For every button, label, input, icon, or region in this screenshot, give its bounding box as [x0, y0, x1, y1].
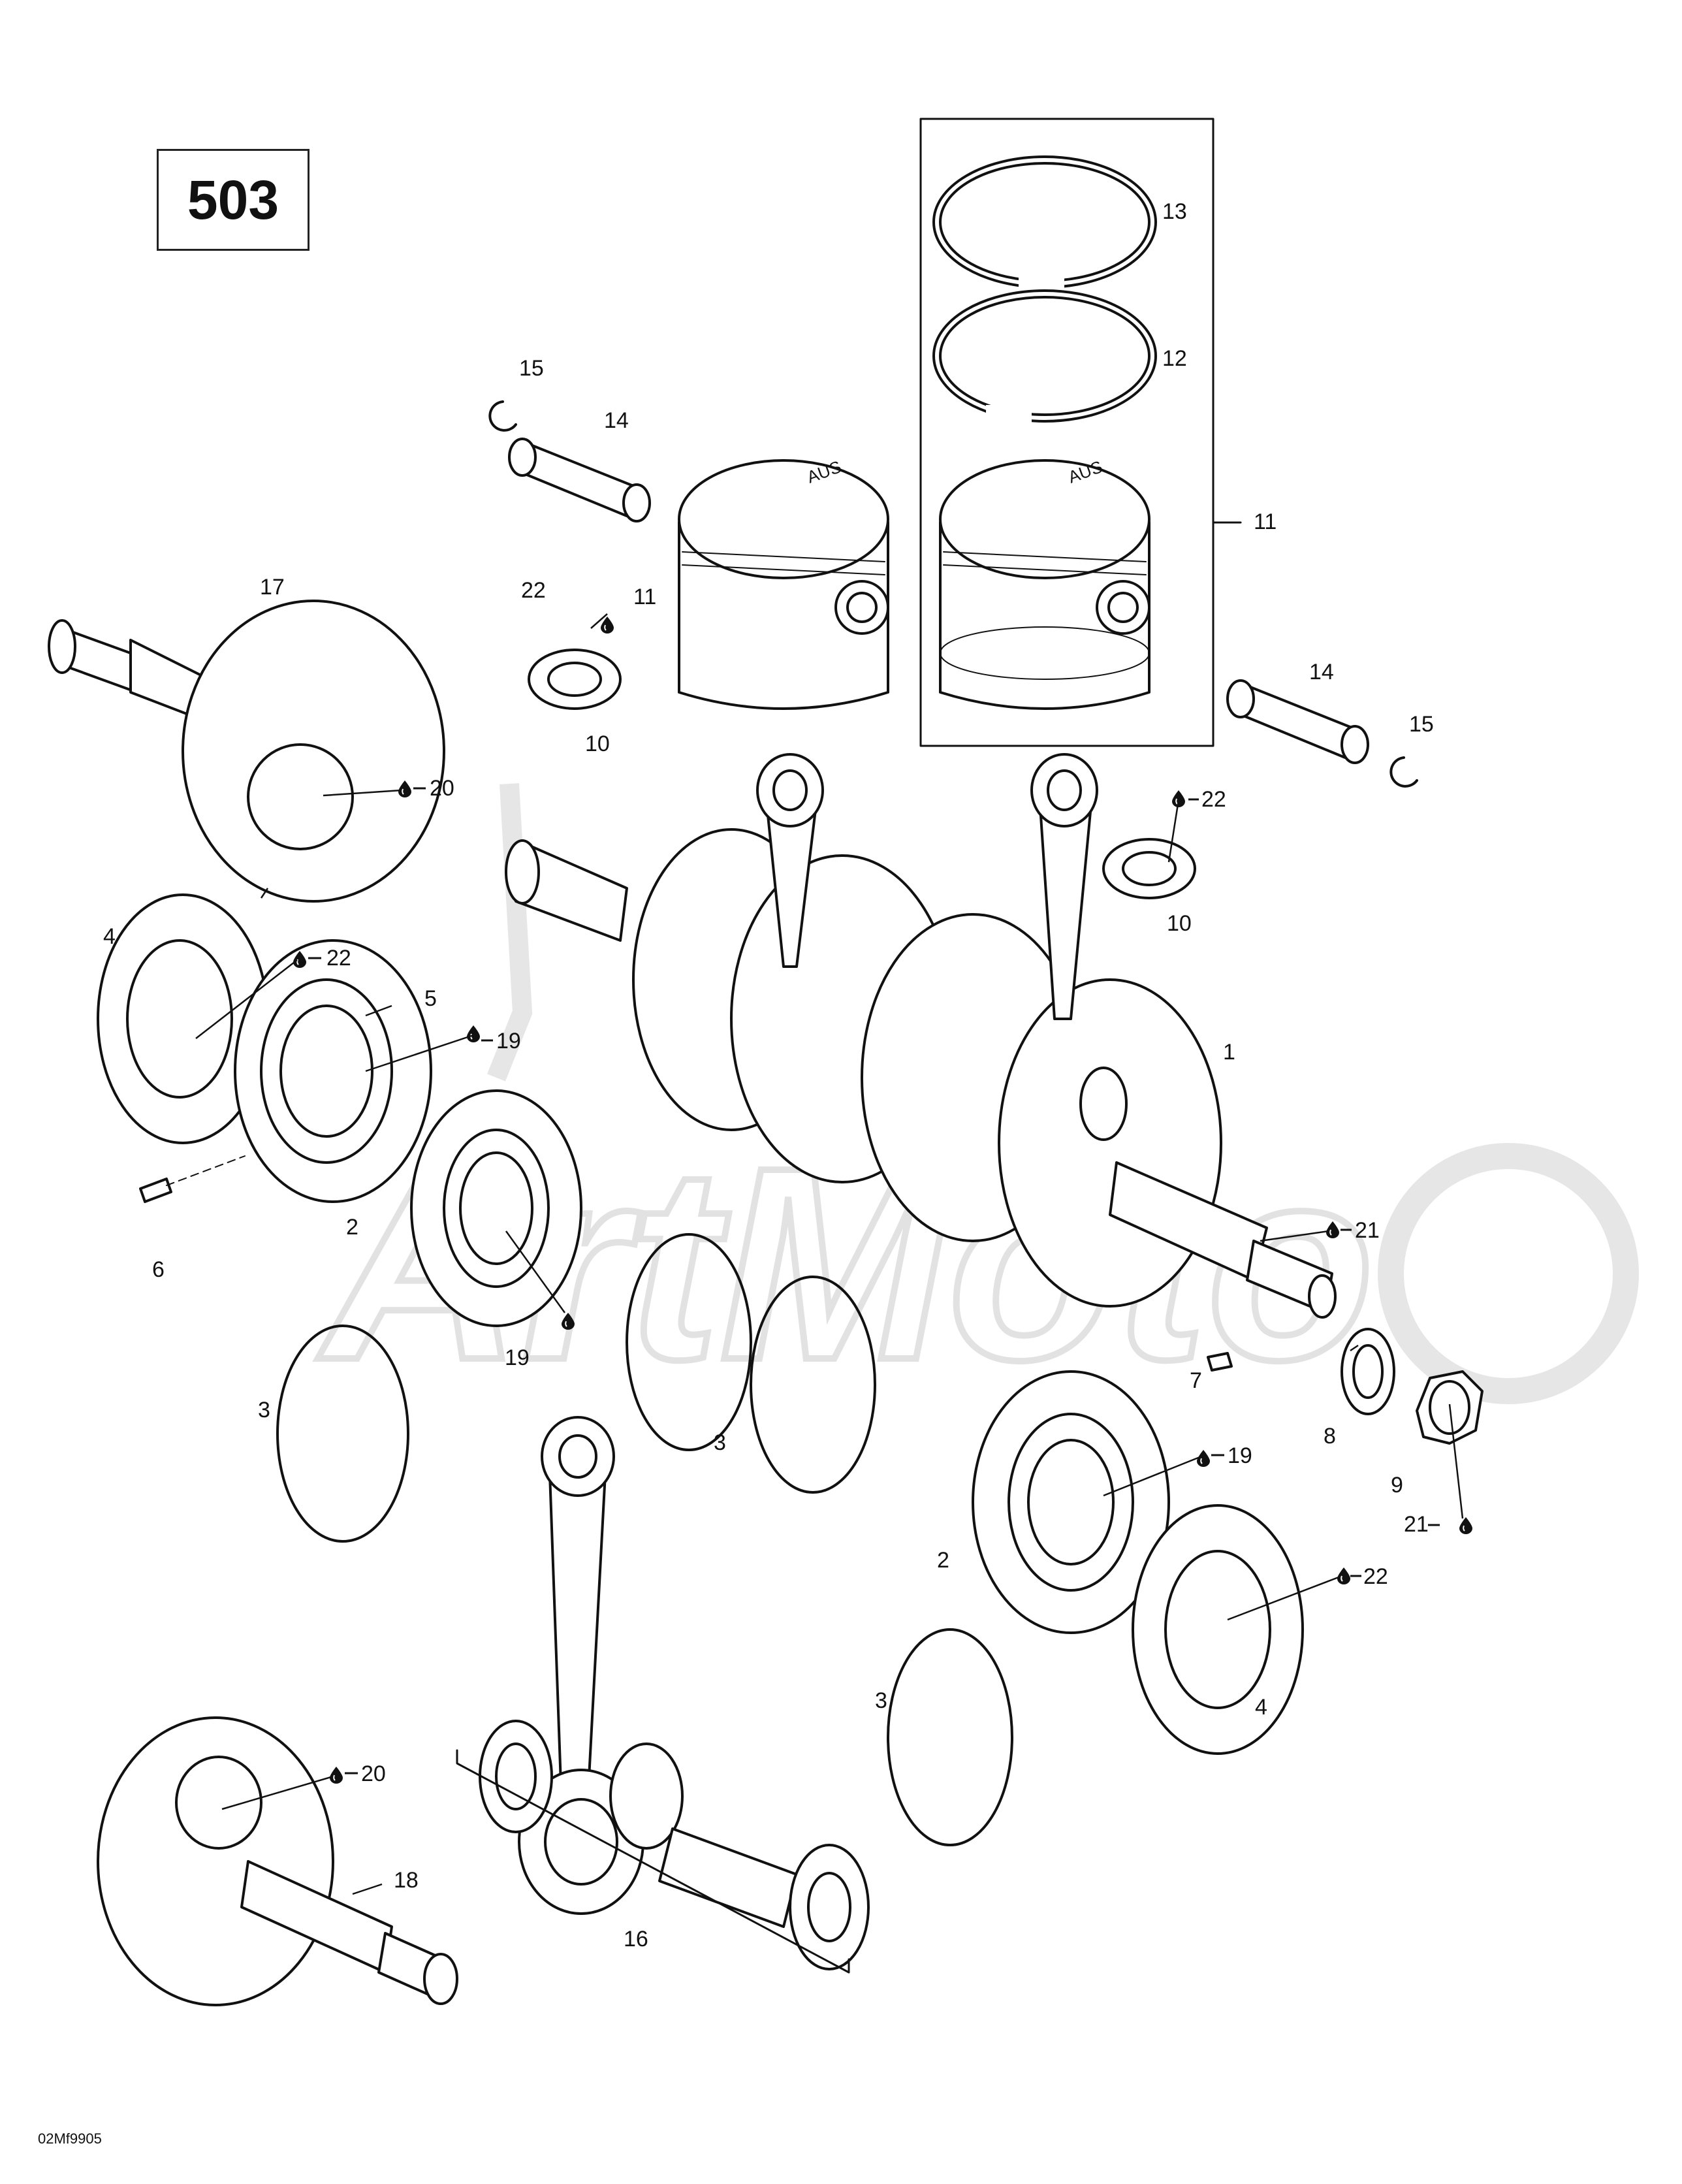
callout-2: 2: [346, 1215, 358, 1240]
callout-18: 18: [394, 1868, 419, 1893]
callout-19: 19: [505, 1345, 530, 1370]
oil-drop-icon: [467, 1025, 480, 1042]
dowel-leader: [166, 1155, 246, 1186]
crankshaft-assembly-1: [505, 753, 1337, 1319]
o-ring-3c: [750, 1276, 876, 1494]
piston-pin-right: [1226, 679, 1369, 764]
woodruff-key-7: [1207, 1352, 1233, 1372]
needle-bearing-upper-right: [1102, 838, 1196, 899]
ball-bearing-2-right: [972, 1370, 1170, 1634]
callout-10: 10: [1167, 911, 1192, 936]
callout-11: 11: [1254, 509, 1277, 534]
watermark-wheel: [1378, 1143, 1639, 1404]
callout-4: 4: [103, 924, 116, 949]
ball-bearing-5: [234, 939, 432, 1203]
callout-14: 14: [1309, 660, 1334, 684]
needle-bearing-upper-left: [528, 649, 622, 710]
oil-drop-icon: [1337, 1567, 1350, 1584]
callout-21: 21: [1404, 1512, 1429, 1537]
oil-drop-icon: [330, 1767, 343, 1784]
callout-3: 3: [258, 1398, 270, 1422]
callout-4: 4: [1255, 1695, 1267, 1720]
piston-ring-13: [932, 155, 1157, 294]
callout-3: 3: [875, 1688, 887, 1713]
dowel-pin-6: [139, 1178, 172, 1203]
callout-8: 8: [1324, 1424, 1336, 1449]
callout-22: 22: [1201, 787, 1226, 812]
connecting-rod-kit-16: [456, 1416, 870, 1974]
callout-19: 19: [1228, 1443, 1252, 1468]
callout-19: 19: [496, 1029, 521, 1053]
callout-labels: 1 2 2 3 3 3 4 4 5 6 7 8 9 10 10 11 11 12…: [103, 199, 1434, 1951]
callout-5: 5: [424, 986, 437, 1011]
oil-seal-right: [1132, 1504, 1304, 1755]
ball-bearing-2-left: [410, 1089, 582, 1327]
oil-seal-left: [97, 893, 269, 1144]
callout-22: 22: [1363, 1564, 1388, 1589]
piston-right: AUS: [939, 457, 1150, 710]
callout-9: 9: [1391, 1473, 1403, 1498]
callout-14: 14: [604, 408, 629, 433]
piston-left: AUS: [678, 457, 889, 710]
callout-7: 7: [1190, 1368, 1202, 1393]
callout-2: 2: [937, 1548, 949, 1573]
callout-12: 12: [1162, 346, 1187, 371]
oil-drop-icon: [1459, 1517, 1472, 1534]
callout-22: 22: [326, 946, 351, 971]
o-ring-3a: [276, 1325, 409, 1543]
o-ring-3d: [887, 1628, 1013, 1846]
circlip-right: [1389, 756, 1418, 788]
drawing-reference-code: 02Mf9905: [38, 2130, 102, 2147]
callout-16: 16: [624, 1927, 648, 1951]
callout-3: 3: [714, 1430, 726, 1455]
callout-21: 21: [1355, 1218, 1380, 1243]
piston-pin-left: [508, 438, 651, 522]
o-ring-3b: [626, 1233, 752, 1451]
oil-drop-icon: [601, 617, 614, 634]
callout-11: 11: [633, 585, 656, 609]
crankshaft-half-17: [48, 600, 445, 903]
callout-13: 13: [1162, 199, 1187, 224]
oil-drop-icon: [1197, 1450, 1210, 1467]
callout-10: 10: [585, 731, 610, 756]
washer-8: [1341, 1328, 1395, 1415]
callout-15: 15: [1409, 712, 1434, 737]
callout-6: 6: [152, 1257, 165, 1282]
callout-20: 20: [361, 1761, 386, 1786]
engine-model-label: 503: [187, 169, 279, 231]
piston-ring-12: [932, 289, 1157, 425]
callout-leaders: [195, 613, 1464, 1895]
callout-dashes: [308, 787, 1440, 1774]
engine-model-box: 503: [157, 149, 309, 251]
callout-15: 15: [519, 356, 544, 381]
callout-22: 22: [521, 578, 546, 603]
callout-20: 20: [430, 776, 454, 801]
circlip-left: [488, 400, 517, 432]
piston-kit-box: [919, 118, 1214, 747]
callout-1: 1: [1223, 1040, 1235, 1065]
crankshaft-half-18: [97, 1716, 458, 2006]
callout-17: 17: [260, 575, 285, 600]
